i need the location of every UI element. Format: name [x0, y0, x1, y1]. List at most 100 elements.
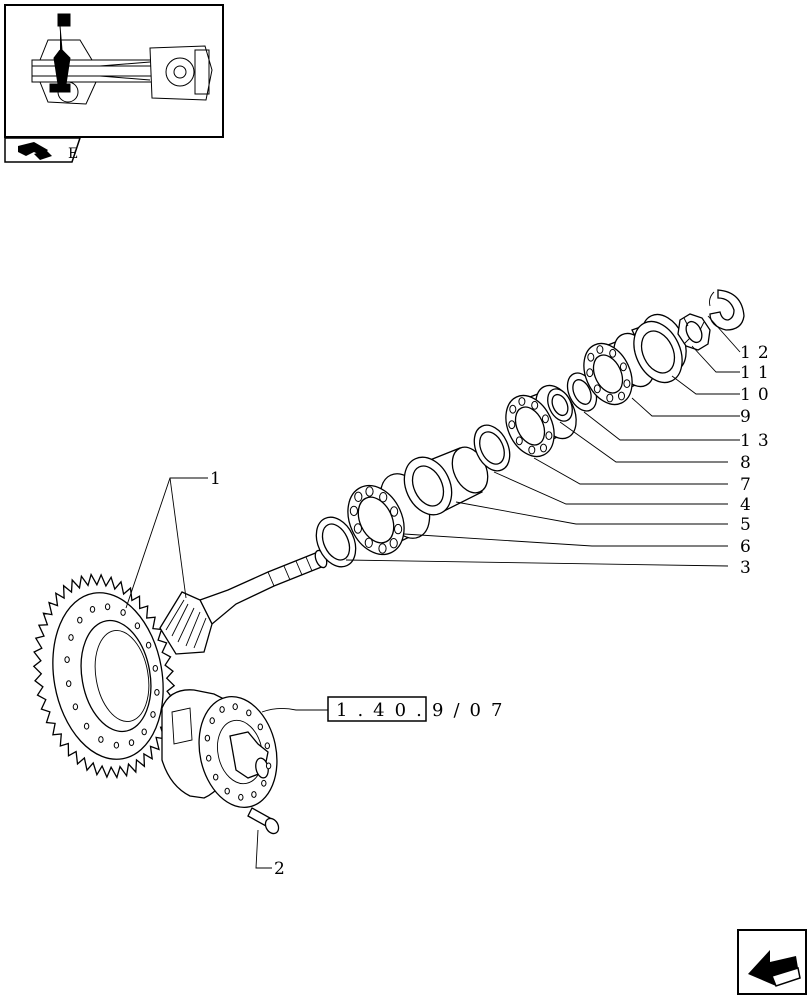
balls6-dot [394, 523, 403, 535]
balls6-dot [353, 523, 362, 534]
differential-housing[interactable] [161, 689, 287, 814]
diffHoles-dot [213, 773, 219, 781]
balls9-dot [619, 362, 627, 372]
ring-nut-11[interactable] [677, 313, 711, 351]
axle-overview-icon [31, 13, 213, 105]
spacer-ring-8[interactable] [543, 385, 577, 425]
balls9-dot [587, 352, 595, 362]
balls9-dot [586, 368, 594, 378]
bolt-2[interactable] [247, 807, 281, 836]
bearing-6-rollers [349, 486, 403, 554]
next-page-button[interactable] [737, 929, 807, 995]
ringHoles-dot [98, 736, 104, 743]
thumbnail-tab-letter: E [68, 146, 78, 162]
ringHoles-dot [120, 609, 126, 616]
ringHoles-dot [77, 616, 83, 624]
pinion-shaft[interactable] [159, 549, 329, 655]
diffHoles-dot [246, 709, 252, 717]
diffHoles-dot [261, 779, 267, 787]
balls7-dot [545, 431, 553, 441]
callout-3[interactable]: 3 [740, 558, 758, 578]
ringHoles-dot [89, 606, 96, 613]
callout-2[interactable]: 2 [274, 859, 292, 879]
diffHoles-dot [206, 754, 212, 762]
ringHoles-dot [72, 703, 79, 711]
callout-5[interactable]: 5 [740, 515, 758, 535]
ringHoles-dot [128, 739, 135, 746]
callout-9[interactable]: 9 [740, 407, 758, 427]
balls9-dot [609, 348, 617, 358]
diffHoles-dot [264, 742, 270, 750]
callout-13[interactable]: 13 [740, 431, 776, 451]
reference-boxed-text: 1.40. [336, 700, 432, 721]
balls7-dot [515, 436, 523, 446]
shim-3[interactable] [309, 511, 364, 573]
ringHoles-dot [66, 680, 72, 687]
ringHoles-dot [150, 711, 156, 718]
ring-gear[interactable] [32, 572, 176, 780]
callout-6[interactable]: 6 [740, 537, 758, 557]
overview-thumbnail[interactable] [4, 4, 224, 138]
balls7-dot [528, 445, 536, 455]
balls7-dot [531, 400, 539, 410]
spacer-sleeve-5[interactable] [395, 441, 494, 522]
diffHoles-dot [257, 723, 263, 731]
ringHoles-dot [145, 641, 152, 649]
ringHoles-dot [64, 656, 70, 663]
book-arrow-icon [18, 142, 52, 160]
diffHoles-dot [224, 787, 230, 795]
balls9-dot [593, 384, 601, 394]
callout-labels: 1 2 3 4 5 6 7 8 9 10 11 12 13 [210, 343, 776, 879]
thumbnail-tab[interactable]: E [4, 137, 82, 163]
callout-1[interactable]: 1 [210, 469, 228, 489]
ringHoles-dot [134, 622, 141, 630]
ringHoles-dot [152, 665, 159, 672]
diffHoles-dot [219, 706, 225, 713]
lock-washer-12[interactable] [709, 289, 745, 331]
callout-11[interactable]: 11 [740, 363, 776, 383]
balls6-dot [390, 506, 399, 517]
cross-reference[interactable]: 1.40. 9/07 [327, 696, 512, 722]
bearing-7-rollers [508, 397, 553, 455]
ring-gear-bolt-holes [64, 603, 160, 749]
ringHoles-dot [83, 722, 90, 730]
diffHoles-dot [204, 734, 211, 742]
balls6-dot [389, 538, 398, 549]
leader-lines [125, 315, 741, 869]
ringHoles-dot [113, 741, 120, 749]
diffHoles-dot [251, 791, 257, 798]
balls6-dot [365, 486, 374, 497]
diffHoles-dot [232, 703, 238, 711]
balls6-dot [378, 543, 387, 554]
balls6-dot [349, 505, 358, 517]
seal-ring-10[interactable] [625, 307, 695, 390]
balls9-dot [618, 391, 625, 401]
shim-4[interactable] [467, 419, 516, 476]
balls7-dot [540, 443, 547, 453]
ringHoles-dot [141, 728, 147, 736]
callout-10[interactable]: 10 [740, 385, 776, 405]
ringHoles-dot [154, 689, 160, 696]
balls6-dot [354, 491, 363, 502]
balls6-dot [379, 492, 388, 503]
balls6-dot [364, 537, 373, 548]
balls7-dot [518, 397, 526, 406]
diffHoles-dot [238, 793, 244, 801]
arrow-down-left-icon [748, 950, 801, 987]
callout-4[interactable]: 4 [740, 495, 758, 515]
balls9-dot [623, 379, 631, 389]
balls7-dot [508, 420, 516, 430]
callout-8[interactable]: 8 [740, 453, 758, 473]
callout-12[interactable]: 12 [740, 343, 776, 363]
diffHoles-dot [265, 762, 272, 770]
diffHoles-dot [209, 717, 215, 725]
differential-bolt-holes [204, 703, 272, 801]
callout-7[interactable]: 7 [740, 475, 758, 495]
balls7-dot [509, 404, 517, 414]
balls7-dot [541, 414, 549, 424]
ringHoles-dot [68, 634, 74, 641]
ringHoles-dot [104, 603, 111, 611]
balls9-dot [606, 393, 614, 403]
reference-box [327, 696, 427, 722]
